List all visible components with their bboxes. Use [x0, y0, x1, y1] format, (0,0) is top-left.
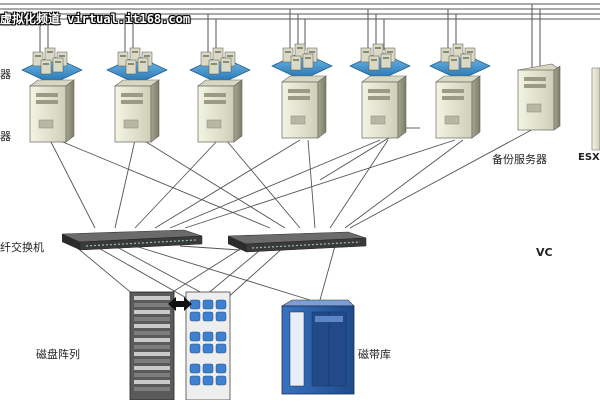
server-label: 器 [0, 130, 11, 143]
fc-switch-left [61, 229, 203, 251]
vm-box [302, 53, 314, 69]
disk-drive [202, 375, 214, 386]
bus-drop-lines [39, 4, 541, 68]
physical-server [114, 79, 160, 143]
vc-label: VC [536, 246, 553, 259]
virtual-host-label: 器 [0, 68, 11, 81]
vm-platform [21, 47, 83, 85]
vm-platform [429, 43, 491, 81]
server-group [29, 75, 481, 143]
esx-partial-tower [591, 67, 600, 151]
disk-drive [189, 299, 201, 310]
top-network-bus [0, 3, 600, 20]
esx-label: ESX [578, 152, 600, 163]
disk-drive [215, 331, 227, 342]
disk-drive [215, 363, 227, 374]
vm-box [200, 51, 212, 67]
fc-switch-right [227, 231, 367, 253]
vm-box [360, 47, 372, 63]
physical-server [281, 75, 327, 139]
disk-drive [189, 331, 201, 342]
physical-server [435, 75, 481, 139]
backup-server-label: 备份服务器 [492, 153, 547, 166]
vm-box [460, 53, 472, 69]
disk-drive [215, 311, 227, 322]
vm-box [32, 51, 44, 67]
disk-drive [189, 363, 201, 374]
disk-drive [189, 375, 201, 386]
disk-drive [202, 363, 214, 374]
physical-server [197, 79, 243, 143]
physical-server [29, 79, 75, 143]
fibre-cabling [49, 127, 536, 301]
array-link-arrow [168, 297, 192, 311]
vm-platform [271, 43, 333, 81]
fc-switch-label: 纤交换机 [0, 241, 44, 254]
disk-drive [189, 343, 201, 354]
disk-array-controller [129, 291, 175, 401]
backup-server-tower [517, 63, 561, 131]
disk-drive [202, 343, 214, 354]
tape-library-label: 磁带库 [358, 348, 391, 361]
vm-platform [189, 47, 251, 85]
vm-box [380, 53, 392, 69]
vm-box [282, 47, 294, 63]
watermark-text: 虚拟化频道 virtual.it168.com [0, 12, 191, 26]
disk-array-label: 磁盘阵列 [36, 348, 80, 361]
vm-platform-group [21, 43, 491, 85]
disk-drive [189, 311, 201, 322]
disk-drive [215, 375, 227, 386]
vm-box [220, 57, 232, 73]
tape-library-cabinet [280, 299, 355, 395]
vm-platform [106, 47, 168, 85]
vm-box [368, 55, 380, 71]
disk-drive [215, 343, 227, 354]
vm-box [208, 59, 220, 75]
disk-drive [202, 299, 214, 310]
vm-box [125, 59, 137, 75]
disk-drive [215, 299, 227, 310]
disk-drive [202, 311, 214, 322]
vm-box [52, 57, 64, 73]
vm-box [440, 47, 452, 63]
physical-server [361, 75, 407, 139]
vm-box [290, 55, 302, 71]
vm-box [448, 55, 460, 71]
vm-box [117, 51, 129, 67]
vm-box [40, 59, 52, 75]
vm-box [137, 57, 149, 73]
vm-platform [349, 43, 411, 81]
disk-drive [202, 331, 214, 342]
disk-array-shelf [185, 291, 231, 401]
